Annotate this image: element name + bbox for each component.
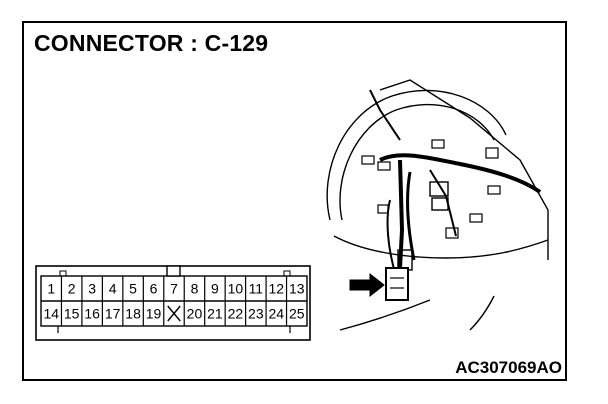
pin-number: 10 [228,281,244,297]
pin-number: 12 [269,281,285,297]
pin-number: 21 [207,306,223,322]
pin-number: 6 [150,281,158,297]
pin-number: 2 [68,281,76,297]
empty-cavity-cross [167,305,181,322]
pin-number: 8 [191,281,199,297]
pointer-arrow-icon [349,272,385,298]
pin-number: 13 [289,281,305,297]
connector-title: CONNECTOR : C-129 [34,30,269,56]
pin-number: 18 [125,306,141,322]
pin-number: 14 [43,306,59,322]
pin-number: 11 [249,281,264,297]
pin-number: 1 [47,281,55,297]
pin-number: 4 [109,281,117,297]
harness-illustration [326,79,549,331]
steering-wheel-rim [326,89,507,221]
pin-number: 22 [228,306,244,322]
pin-number: 19 [146,306,162,322]
pin-number: 24 [269,306,285,322]
pin-number: 16 [84,306,100,322]
pin-number: 7 [170,281,178,297]
target-connector [385,267,409,301]
pin-number: 20 [187,306,203,322]
pin-number: 5 [129,281,137,297]
diagram-frame [22,21,567,381]
pin-number: 23 [248,306,264,322]
pin-number: 17 [105,306,121,322]
pin-number: 25 [289,306,305,322]
pin-number: 9 [211,281,219,297]
pin-number: 15 [64,306,80,322]
pin-number: 3 [88,281,96,297]
figure-code: AC307069AO [455,358,562,377]
